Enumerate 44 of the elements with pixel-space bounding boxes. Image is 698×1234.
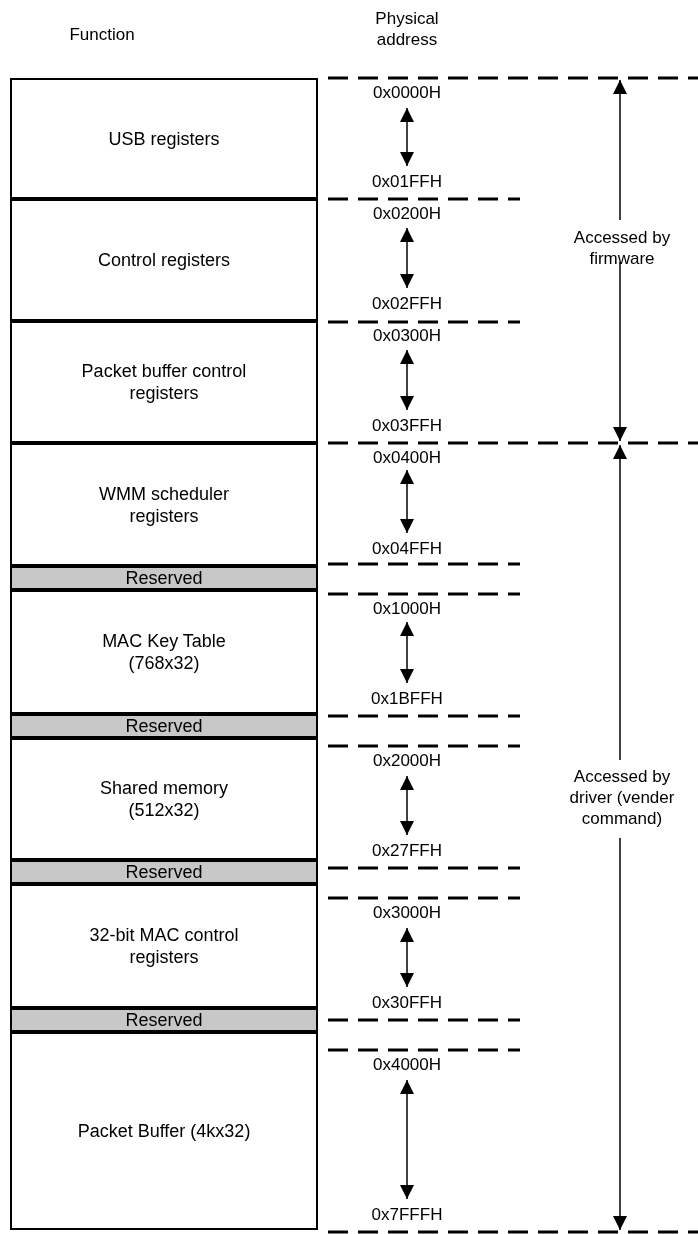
address-label: 0x02FFH — [372, 293, 442, 314]
address-label: 0x4000H — [372, 1054, 442, 1075]
address-label: 0x1000H — [372, 598, 442, 619]
memory-region-block — [10, 590, 318, 714]
reserved-block — [10, 860, 318, 884]
memory-region-block — [10, 443, 318, 566]
address-label: 0x03FFH — [372, 415, 442, 436]
address-label: 0x01FFH — [372, 171, 442, 192]
access-range-label: Accessed by driver (vender command) — [568, 766, 676, 829]
region-name: Packet Buffer (4kx32) — [77, 1120, 251, 1142]
region-name: USB registers — [108, 127, 220, 150]
reserved-block — [10, 714, 318, 738]
region-name: Reserved — [125, 1011, 203, 1029]
reserved-block — [10, 1008, 318, 1032]
region-name: Reserved — [125, 863, 203, 881]
column-heading: Physical address — [374, 8, 440, 50]
region-name: Reserved — [125, 569, 203, 587]
address-label: 0x0400H — [372, 447, 442, 468]
region-name: 32-bit MAC control registers — [88, 924, 240, 968]
address-label: 0x2000H — [372, 750, 442, 771]
address-label: 0x30FFH — [372, 992, 442, 1013]
region-name: Control registers — [97, 249, 230, 271]
reserved-block — [10, 566, 318, 590]
address-label: 0x04FFH — [372, 538, 442, 559]
region-name: Shared memory (512x32) — [98, 777, 230, 821]
address-label: 0x0200H — [372, 203, 442, 224]
address-label: 0x27FFH — [372, 840, 442, 861]
address-label: 0x3000H — [372, 902, 442, 923]
address-label: 0x0000H — [372, 82, 442, 103]
address-label: 0x0300H — [372, 325, 442, 346]
memory-region-block — [10, 1032, 318, 1230]
region-name: WMM scheduler registers — [98, 482, 230, 527]
memory-region-block — [10, 884, 318, 1008]
region-name: Reserved — [125, 717, 203, 735]
memory-region-block — [10, 199, 318, 321]
address-label: 0x7FFFH — [371, 1204, 443, 1225]
region-name: MAC Key Table (768x32) — [101, 630, 227, 674]
memory-region-block — [10, 321, 318, 443]
address-label: 0x1BFFH — [371, 688, 443, 709]
memory-region-block — [10, 78, 318, 199]
column-heading: Function — [69, 24, 135, 45]
region-name: Packet buffer control registers — [80, 360, 248, 404]
access-range-label: Accessed by firmware — [572, 227, 672, 269]
memory-region-block — [10, 738, 318, 860]
